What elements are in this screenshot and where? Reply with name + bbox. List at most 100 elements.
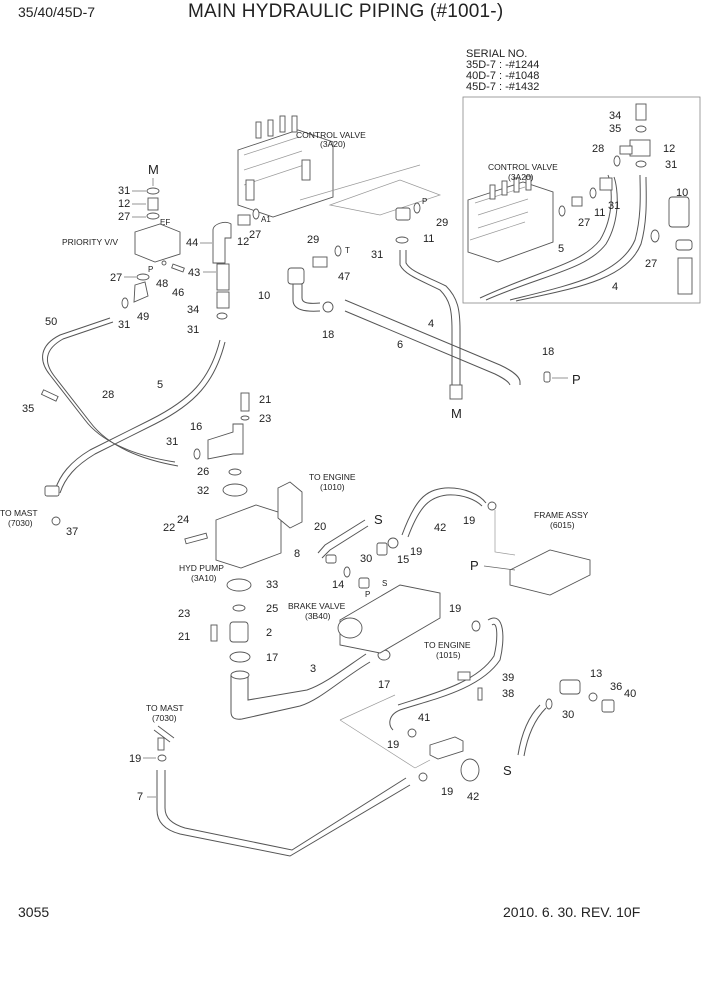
note-inset-control-valve: CONTROL VALVE (488, 162, 558, 172)
inset-hoses (479, 174, 647, 302)
revision-date: 2010. 6. 30. REV. 10F (503, 904, 641, 920)
note-brake-valve: BRAKE VALVE (288, 601, 346, 611)
callout-31b: 31 (118, 319, 130, 331)
hose-42-upper (401, 487, 487, 536)
callout-5: 5 (157, 379, 163, 391)
hydraulic-pump (215, 504, 282, 569)
connector (147, 197, 159, 211)
callout-26: 26 (197, 466, 209, 478)
callout-10-inset: 10 (676, 187, 688, 199)
callout-12: 12 (118, 198, 130, 210)
pipe-50 (42, 317, 176, 463)
callout-21: 21 (259, 394, 271, 406)
callout-49: 49 (137, 311, 149, 323)
o-ring (136, 273, 150, 281)
callout-27-inset: 27 (578, 217, 590, 229)
callout-34-inset: 34 (609, 110, 621, 122)
callout-23: 23 (259, 413, 271, 425)
callout-31: 31 (118, 185, 130, 197)
callout-32: 32 (197, 485, 209, 497)
callout-38: 38 (502, 688, 514, 700)
adapter-2 (229, 621, 249, 643)
callout-31-inset: 31 (665, 159, 677, 171)
note-control-valve: CONTROL VALVE (296, 130, 366, 140)
pipe-43 (216, 263, 230, 291)
port-P-right: P (572, 372, 581, 387)
callout-19d: 19 (387, 739, 399, 751)
callout-4-inset: 4 (612, 281, 618, 293)
pipe-7 (156, 770, 411, 857)
callout-14: 14 (332, 579, 344, 591)
note-to-engine-1015-code: (1015) (436, 650, 461, 660)
pipe-4 (399, 250, 453, 385)
note-frame-assy-code: (6015) (550, 520, 575, 530)
callout-8: 8 (294, 548, 300, 560)
elbow-15 (376, 542, 388, 556)
callout-13: 13 (590, 668, 602, 680)
callout-6: 6 (397, 339, 403, 351)
callout-30: 30 (360, 553, 372, 565)
callout-43: 43 (188, 267, 200, 279)
elbow-16 (207, 423, 244, 460)
port-P-frame: P (470, 558, 479, 573)
callout-35-inset: 35 (609, 123, 621, 135)
serial-heading: SERIAL NO. (466, 48, 528, 60)
port-T: T (345, 246, 350, 255)
port-P-brake: P (365, 590, 370, 599)
port-EF: EF (160, 218, 170, 227)
callout-40: 40 (624, 688, 636, 700)
callout-16: 16 (190, 421, 202, 433)
callout-24: 24 (177, 514, 189, 526)
callout-21b: 21 (178, 631, 190, 643)
note-to-mast-left: TO MAST (0, 508, 38, 518)
note-frame-assy: FRAME ASSY (534, 510, 589, 520)
callout-19b: 19 (463, 515, 475, 527)
flange-33 (226, 578, 252, 592)
serial-number-box: SERIAL NO. 35D-7 : -#1244 40D-7 : -#1048… (466, 49, 539, 93)
callout-22: 22 (163, 522, 175, 534)
callout-46: 46 (172, 287, 184, 299)
control-valve (237, 115, 442, 218)
hose-41 (389, 617, 504, 731)
tee-13 (559, 679, 581, 695)
port-S-upper: S (374, 512, 383, 527)
callout-30b: 30 (562, 709, 574, 721)
callout-29b: 29 (436, 217, 448, 229)
callout-27: 27 (118, 211, 130, 223)
callout-28: 28 (102, 389, 114, 401)
callout-27b-inset: 27 (645, 258, 657, 270)
note-to-mast-bottom: TO MAST (146, 703, 184, 713)
callout-19f: 19 (129, 753, 141, 765)
model-code: 35/40/45D-7 (18, 4, 96, 20)
callout-44: 44 (186, 237, 198, 249)
callout-19: 19 (410, 546, 422, 558)
callout-31-right: 31 (371, 249, 383, 261)
callout-11: 11 (423, 233, 434, 245)
note-hyd-pump-code: (3A10) (191, 573, 217, 583)
callout-42: 42 (434, 522, 446, 534)
port-M-bottom: M (451, 406, 462, 421)
callout-36: 36 (610, 681, 622, 693)
connector-47 (312, 256, 328, 268)
port-S-brake: S (382, 579, 387, 588)
note-to-mast-bottom-code: (7030) (152, 713, 177, 723)
port-M-top: M (148, 162, 159, 177)
hose-3 (230, 661, 371, 720)
callout-50: 50 (45, 316, 57, 328)
callout-3: 3 (310, 663, 316, 675)
page-title: MAIN HYDRAULIC PIPING (#1001-) (188, 1, 504, 22)
callout-34: 34 (187, 304, 199, 316)
hose-10 (292, 282, 321, 312)
priority-valve (134, 223, 181, 263)
brake-valve (339, 584, 441, 654)
port-S-lower: S (503, 763, 512, 778)
note-control-valve-code: (3A20) (320, 139, 346, 149)
pipe-5 (54, 339, 221, 491)
callout-10: 10 (258, 290, 270, 302)
port-P-priority: P (148, 265, 153, 274)
callout-17: 17 (266, 652, 278, 664)
inset-frame (462, 96, 701, 304)
note-priority-valve: PRIORITY V/V (62, 237, 118, 247)
callout-15: 15 (397, 554, 409, 566)
